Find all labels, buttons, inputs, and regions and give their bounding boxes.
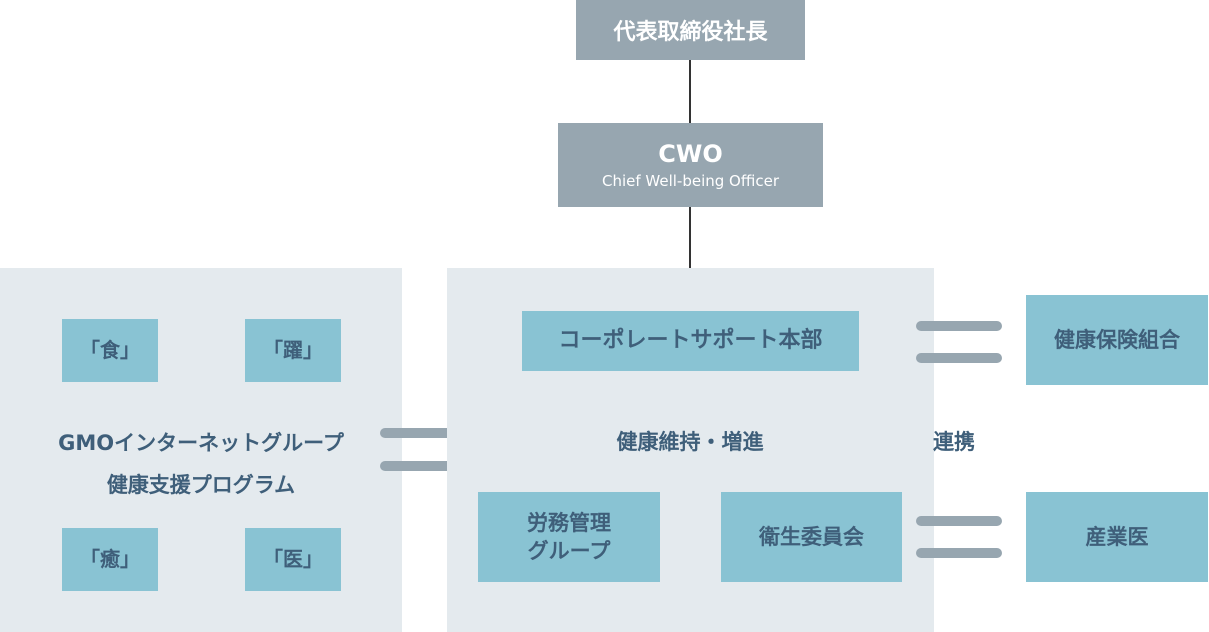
connector-program-center-top xyxy=(380,428,466,438)
connector-center-doctor-bottom xyxy=(916,548,1002,558)
connector-program-center-bottom xyxy=(380,461,466,471)
program-title: GMOインターネットグループ 健康支援プログラム xyxy=(10,422,392,506)
health-committee-box: 衛生委員会 xyxy=(721,492,902,582)
health-committee-label: 衛生委員会 xyxy=(759,524,864,549)
pillar-food-label: 「食」 xyxy=(80,338,140,362)
industrial-doctor-label: 産業医 xyxy=(1085,524,1149,549)
connector-cwo-center xyxy=(689,207,691,268)
program-title-line1: GMOインターネットグループ xyxy=(58,431,344,455)
corporate-support-hq-box: コーポレートサポート本部 xyxy=(522,311,859,371)
program-title-line2: 健康支援プログラム xyxy=(106,473,296,497)
purpose-label: 健康維持・増進 xyxy=(616,430,764,454)
labor-management-box: 労務管理 グループ xyxy=(478,492,660,582)
president-box: 代表取締役社長 xyxy=(576,0,805,60)
connector-center-doctor-top xyxy=(916,516,1002,526)
pillar-medical-label: 「医」 xyxy=(263,547,323,571)
president-label: 代表取締役社長 xyxy=(613,20,768,45)
connector-center-insurance-top xyxy=(916,321,1002,331)
corporate-support-hq-label: コーポレートサポート本部 xyxy=(558,328,823,354)
cwo-title: CWO xyxy=(658,140,723,168)
pillar-medical: 「医」 xyxy=(245,528,341,591)
labor-management-line1: 労務管理 xyxy=(527,510,611,535)
pillar-activity: 「躍」 xyxy=(245,319,341,382)
link-label: 連携 xyxy=(933,430,975,454)
pillar-healing: 「癒」 xyxy=(62,528,158,591)
health-insurance-label: 健康保険組合 xyxy=(1054,327,1180,352)
connector-center-insurance-bottom xyxy=(916,353,1002,363)
industrial-doctor-box: 産業医 xyxy=(1026,492,1208,582)
cwo-subtitle: Chief Well-being Officer xyxy=(601,172,780,190)
pillar-activity-label: 「躍」 xyxy=(263,338,323,362)
health-insurance-box: 健康保険組合 xyxy=(1026,295,1208,385)
labor-management-line2: グループ xyxy=(527,539,611,563)
pillar-healing-label: 「癒」 xyxy=(80,547,140,571)
connector-president-cwo xyxy=(689,60,691,123)
pillar-food: 「食」 xyxy=(62,319,158,382)
cwo-box: CWO Chief Well-being Officer xyxy=(558,123,823,207)
